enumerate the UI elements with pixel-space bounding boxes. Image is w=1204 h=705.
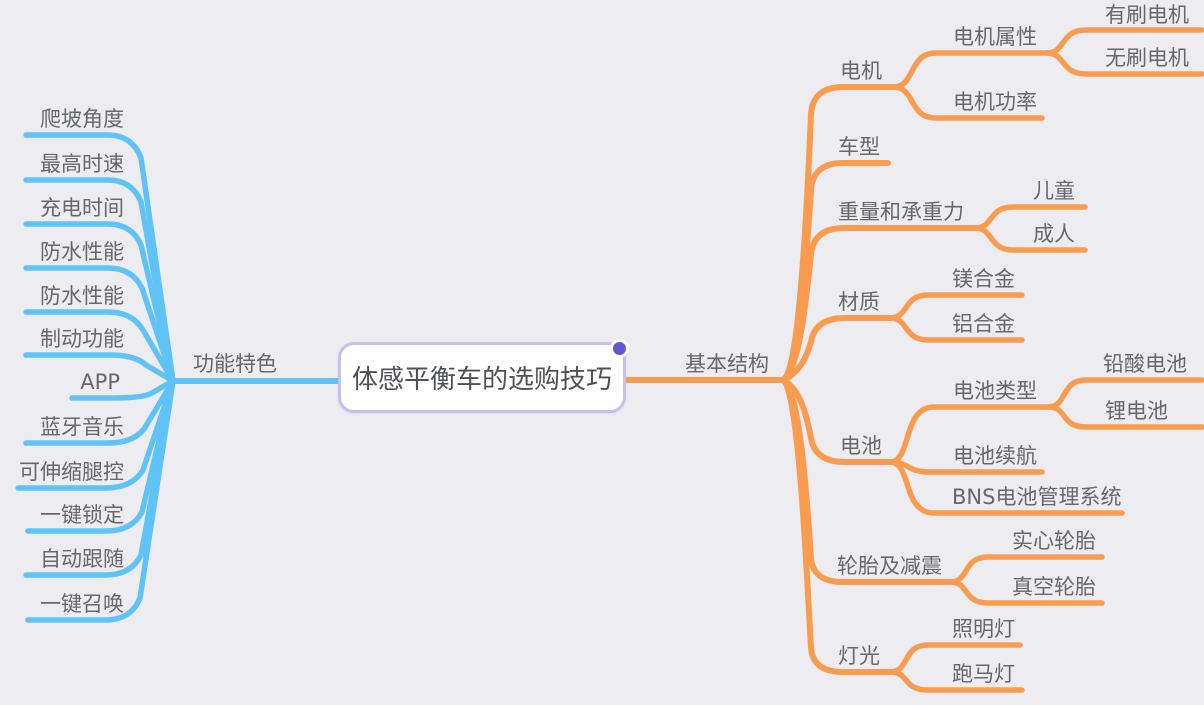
edge-weight-capacity xyxy=(780,225,978,383)
node-children[interactable]: 儿童 xyxy=(1033,179,1075,203)
node-magnesium-alloy[interactable]: 镁合金 xyxy=(952,267,1015,291)
edge-motor-power xyxy=(890,84,1045,121)
edge-retractable-leg-control xyxy=(15,378,176,491)
node-model-type[interactable]: 车型 xyxy=(838,135,880,159)
node-battery-endurance[interactable]: 电池续航 xyxy=(953,444,1037,468)
edge-one-key-lock xyxy=(25,378,176,534)
node-waterproof-2[interactable]: 防水性能 xyxy=(40,284,124,308)
edge-one-key-summon xyxy=(25,378,176,623)
node-climbing-angle[interactable]: 爬坡角度 xyxy=(40,107,124,131)
edge-charging-time xyxy=(23,221,176,384)
node-lead-acid-battery[interactable]: 铅酸电池 xyxy=(1103,352,1187,376)
node-one-key-summon[interactable]: 一键召唤 xyxy=(40,592,124,616)
edge-climbing-angle xyxy=(23,132,176,384)
node-one-key-lock[interactable]: 一键锁定 xyxy=(40,503,124,527)
edge-waterproof-1 xyxy=(23,265,176,384)
node-max-speed[interactable]: 最高时速 xyxy=(40,152,124,176)
node-bluetooth-music[interactable]: 蓝牙音乐 xyxy=(40,415,124,439)
edge-bns-battery-management xyxy=(887,459,1125,516)
edge-max-speed xyxy=(23,177,176,384)
edge-battery xyxy=(780,377,893,465)
node-solid-tire[interactable]: 实心轮胎 xyxy=(1012,529,1096,553)
node-auto-follow[interactable]: 自动跟随 xyxy=(40,547,124,571)
edge-motor-attribute xyxy=(890,50,1050,90)
node-lights[interactable]: 灯光 xyxy=(838,644,880,668)
edge-lithium-battery xyxy=(1045,404,1204,430)
collapse-handle-dot[interactable] xyxy=(610,339,629,358)
node-lithium-battery[interactable]: 锂电池 xyxy=(1105,399,1168,423)
node-braking[interactable]: 制动功能 xyxy=(40,327,124,351)
node-weight-capacity[interactable]: 重量和承重力 xyxy=(838,200,964,224)
edge-braking xyxy=(23,352,176,384)
edge-material xyxy=(780,315,893,383)
node-brushless-motor[interactable]: 无刷电机 xyxy=(1105,46,1189,70)
central-topic-title: 体感平衡车的选购技巧 xyxy=(351,365,612,395)
edge-marquee-light xyxy=(887,669,1025,693)
edge-adult xyxy=(972,225,1088,253)
node-tires-shock[interactable]: 轮胎及减震 xyxy=(837,554,942,578)
edge-lights xyxy=(780,377,893,675)
node-basic-structure[interactable]: 基本结构 xyxy=(685,352,769,376)
node-aluminum-alloy[interactable]: 铝合金 xyxy=(952,312,1015,336)
node-waterproof-1[interactable]: 防水性能 xyxy=(40,240,124,264)
edge-tubeless-tire xyxy=(947,579,1105,606)
node-motor-power[interactable]: 电机功率 xyxy=(953,90,1037,114)
edge-aluminum-alloy xyxy=(887,315,1025,343)
node-tubeless-tire[interactable]: 真空轮胎 xyxy=(1012,575,1096,599)
edge-bluetooth-music xyxy=(23,378,176,446)
central-topic-node[interactable]: 体感平衡车的选购技巧 xyxy=(338,342,626,413)
node-motor[interactable]: 电机 xyxy=(840,59,882,83)
edge-battery-type xyxy=(887,404,1051,465)
node-battery-type[interactable]: 电池类型 xyxy=(953,379,1037,403)
edge-brushless-motor xyxy=(1044,50,1204,77)
node-retractable-leg-control[interactable]: 可伸缩腿控 xyxy=(19,460,124,484)
edge-auto-follow xyxy=(23,378,176,578)
node-illumination-light[interactable]: 照明灯 xyxy=(952,617,1015,641)
node-charging-time[interactable]: 充电时间 xyxy=(40,196,124,220)
edge-app xyxy=(69,378,176,401)
node-app[interactable]: APP xyxy=(80,370,120,394)
node-features[interactable]: 功能特色 xyxy=(193,352,277,376)
node-adult[interactable]: 成人 xyxy=(1033,222,1075,246)
node-motor-attribute[interactable]: 电机属性 xyxy=(953,25,1037,49)
node-bns-battery-management[interactable]: BNS电池管理系统 xyxy=(952,485,1122,509)
edge-waterproof-2 xyxy=(23,309,176,384)
node-material[interactable]: 材质 xyxy=(838,290,880,314)
node-brushed-motor[interactable]: 有刷电机 xyxy=(1105,3,1189,27)
node-battery[interactable]: 电池 xyxy=(840,434,882,458)
node-marquee-light[interactable]: 跑马灯 xyxy=(952,662,1015,686)
